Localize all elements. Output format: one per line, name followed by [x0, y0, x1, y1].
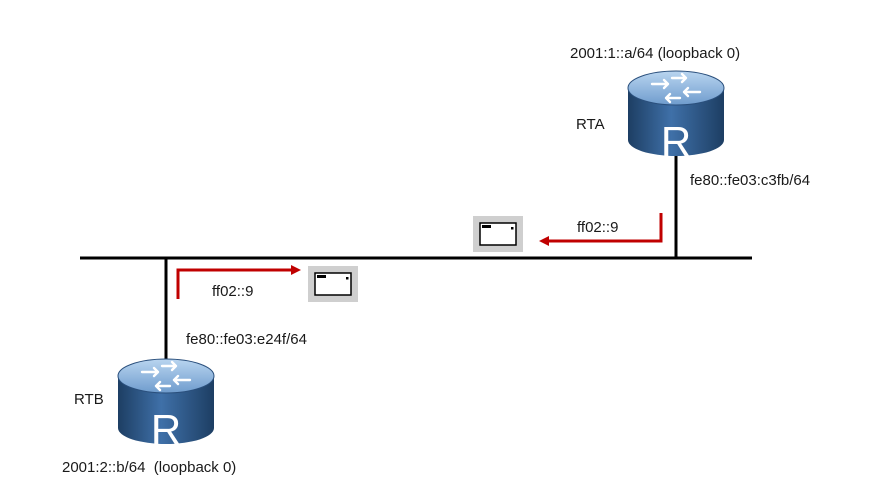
rtb-loopback-label: 2001:2::b/64 (loopback 0)	[62, 459, 237, 476]
packet-icon	[473, 216, 523, 252]
rta-loopback-label: 2001:1::a/64 (loopback 0)	[570, 45, 741, 62]
rtb-link-local-label: fe80::fe03:e24f/64	[186, 331, 307, 348]
arrows-icon	[140, 360, 192, 392]
multicast-arrow-rtb	[176, 265, 301, 299]
arrows-icon	[650, 72, 702, 104]
rta-link-local-label: fe80::fe03:c3fb/64	[690, 172, 811, 189]
multicast-arrow-rta	[539, 213, 663, 246]
router-symbol: R	[661, 118, 691, 165]
rtb-name-label: RTB	[74, 391, 104, 408]
packet-icon	[308, 266, 358, 302]
rta-name-label: RTA	[576, 116, 605, 133]
router-symbol: R	[151, 406, 181, 453]
router-icon[interactable]: R	[627, 70, 725, 165]
rtb-packet-dest-label: ff02::9	[212, 283, 254, 300]
router-icon[interactable]: R	[117, 358, 215, 453]
rta-packet-dest-label: ff02::9	[577, 219, 619, 236]
